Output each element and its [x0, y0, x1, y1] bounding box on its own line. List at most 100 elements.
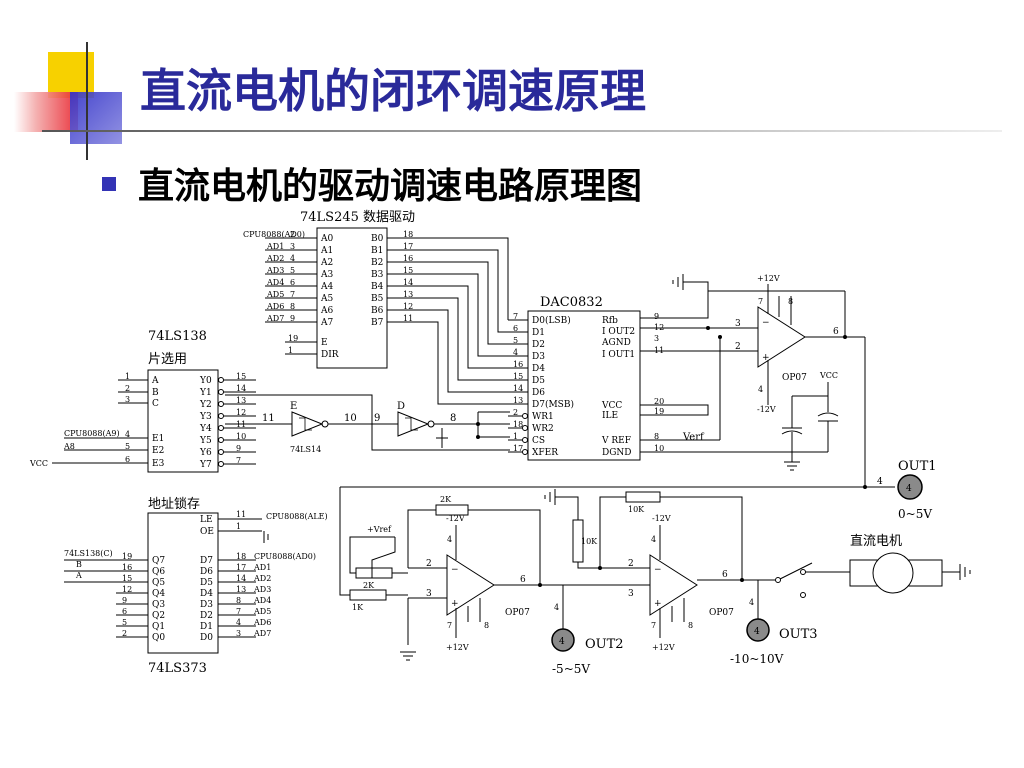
- opamp-2-symbol: [446, 554, 495, 616]
- bus-wire: [415, 309, 508, 393]
- u245-in-label: A1: [320, 246, 333, 256]
- u245-out-pin: 15: [403, 266, 413, 275]
- bus-wire: [415, 273, 508, 357]
- dac-active-low-bubble: [522, 449, 528, 455]
- deco-blue-square: [70, 92, 122, 144]
- bus-wire: [415, 285, 508, 369]
- u373-d-label: D6: [200, 567, 213, 577]
- u245-in-pin: 9: [290, 314, 295, 323]
- svg-text:+: +: [762, 353, 770, 363]
- u138-out-bubble: [218, 401, 224, 407]
- u373-q-pin: 16: [122, 563, 132, 572]
- u373-d-label: D7: [200, 556, 213, 566]
- u373-q-pin: 9: [122, 596, 127, 605]
- dac-right-label: DGND: [602, 448, 632, 458]
- dac-right-pin: 20: [654, 397, 664, 406]
- dac-left-pin: 13: [513, 396, 523, 405]
- u245-in-pin: 8: [290, 302, 295, 311]
- deco-vertical-line: [86, 42, 88, 160]
- bus-wire: [415, 261, 508, 345]
- svg-text:4: 4: [906, 484, 912, 494]
- slide-title: 直流电机的闭环调速原理: [140, 64, 646, 118]
- inverter-d-symbol: [397, 411, 430, 437]
- bullet-square-icon: [102, 177, 116, 191]
- u138-out-pin: 15: [236, 372, 246, 381]
- u373-q-label: Q6: [152, 567, 165, 577]
- u245-signal: AD7: [266, 314, 284, 323]
- dac-right-pin: 8: [654, 432, 659, 441]
- svg-text:4: 4: [447, 535, 452, 544]
- svg-text:+: +: [654, 599, 662, 609]
- u245-out-label: B2: [371, 258, 383, 268]
- u138-out-bubble: [218, 377, 224, 383]
- out1-group: 4 4 OUT1 0~5V: [340, 337, 937, 521]
- dac-left-label: D5: [532, 376, 545, 386]
- u245-signal: AD4: [266, 278, 284, 287]
- u245-in-label: A6: [320, 306, 333, 316]
- u373-d-signal: AD7: [253, 629, 271, 638]
- u138-in-pin: 6: [125, 455, 130, 464]
- u373-d-pin: 18: [236, 552, 246, 561]
- dac-left-label: D6: [532, 388, 545, 398]
- dac-right-label: V REF: [601, 436, 631, 446]
- dac-left-label: D4: [532, 364, 545, 374]
- dac-active-low-bubble: [522, 425, 528, 431]
- dac-right-label: I OUT2: [602, 327, 635, 337]
- svg-text:−: −: [451, 565, 459, 575]
- u373-q-label: Q1: [152, 622, 165, 632]
- dac-left-label: D2: [532, 340, 545, 350]
- u245-out-label: B6: [371, 306, 384, 316]
- u373-q-label: Q2: [152, 611, 165, 621]
- u373-d-label: D2: [200, 611, 213, 621]
- dac-left-label: D1: [532, 328, 545, 338]
- u373-le-pin: 11: [236, 510, 246, 519]
- dac-left-label: WR2: [532, 424, 554, 434]
- u245-in-label: A2: [320, 258, 333, 268]
- u373-d-label: D4: [200, 589, 213, 599]
- u245-out-pin: 14: [403, 278, 413, 287]
- u138-in-label: E3: [152, 459, 165, 469]
- u138-out-bubble: [218, 425, 224, 431]
- u373-d-pin: 13: [236, 585, 246, 594]
- bus-wire: [415, 321, 508, 405]
- data-bus-wires: [415, 237, 509, 405]
- u245-out-label: B7: [371, 318, 384, 328]
- bus-wire: [415, 297, 508, 381]
- u138-out-label: Y4: [199, 424, 212, 434]
- u373-d-pin: 3: [236, 629, 241, 638]
- u245-in-label: A7: [320, 318, 333, 328]
- u245-out-pin: 17: [403, 242, 413, 251]
- dac-left-label: D3: [532, 352, 545, 362]
- dac-left-pin: 16: [513, 360, 523, 369]
- u138-out-label: Y2: [199, 400, 212, 410]
- u373-d-signal: AD2: [253, 574, 271, 583]
- u373-q-label: Q3: [152, 600, 165, 610]
- u373-d-signal: AD4: [253, 596, 271, 605]
- u245-in-pin: 6: [290, 278, 295, 287]
- u373-q7-signal: 74LS138(C): [64, 549, 113, 558]
- chip-74ls245-title: 74LS245 数据驱动: [300, 210, 415, 225]
- motor-group: 直流电机: [775, 534, 971, 598]
- chip-74ls138-body: [147, 369, 219, 473]
- gate-pin-11: 11: [262, 413, 275, 424]
- gate-pin-8: 8: [450, 413, 456, 424]
- opamp-2-minus12: -12V: [446, 514, 465, 523]
- u138-in-label: C: [152, 399, 159, 409]
- u373-d-signal: AD5: [253, 607, 271, 616]
- dac-left-pin: 14: [513, 384, 523, 393]
- opamp-2-plus12: +12V: [446, 643, 469, 652]
- u138-in-pin: 4: [125, 430, 130, 439]
- dac-left-pin: 15: [513, 372, 523, 381]
- svg-text:2: 2: [735, 342, 741, 352]
- bus-wire: [415, 237, 509, 320]
- u138-in-label: E1: [152, 434, 164, 444]
- u138-out-pin: 10: [236, 432, 246, 441]
- svg-text:2: 2: [426, 559, 432, 569]
- out3-terminal-icon: [746, 618, 770, 642]
- opamp-3-plus12: +12V: [652, 643, 675, 652]
- u373-q6-signal: B: [76, 560, 82, 569]
- svg-text:6: 6: [520, 575, 526, 585]
- dac-right-pin: 9: [654, 312, 659, 321]
- u373-oe-pin: 1: [236, 522, 241, 531]
